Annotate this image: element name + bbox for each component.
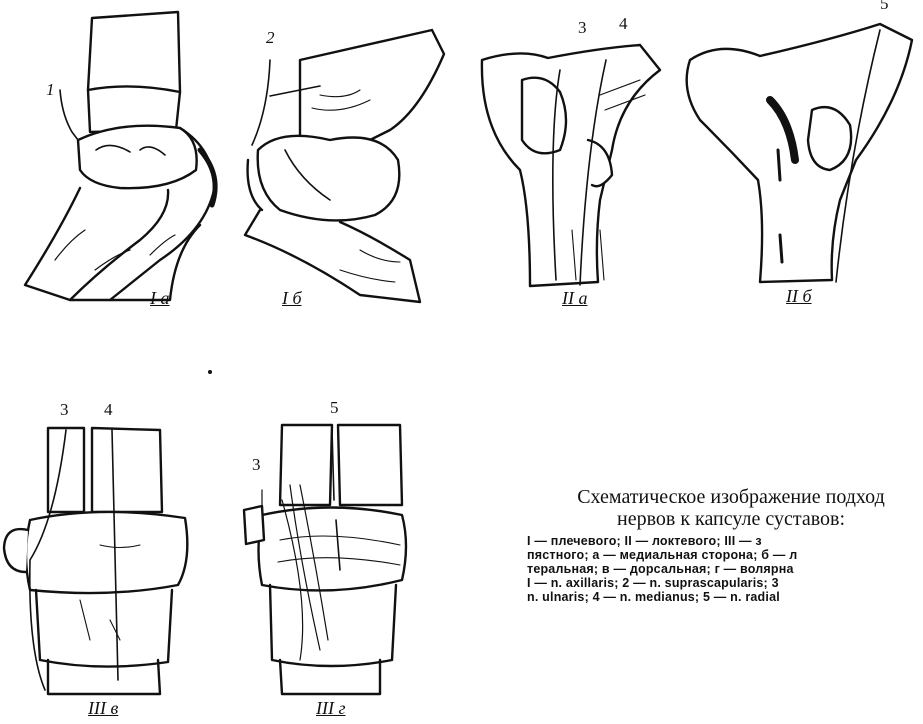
stray-dot xyxy=(208,370,212,374)
elbow-joint-medial-drawing xyxy=(482,45,660,286)
figure-label-IIa: II а xyxy=(562,288,588,309)
caption-title-line-1: Схематическое изображение подход xyxy=(527,486,923,508)
caption-line: I — плечевого; II — локтевого; III — з xyxy=(527,534,923,548)
caption-line: I — n. axillaris; 2 — n. suprascapularis… xyxy=(527,576,923,590)
caption-line: теральная; в — дорсальная; г — волярна xyxy=(527,562,923,576)
nerve-number-5-upper: 5 xyxy=(880,0,889,14)
figure-label-Ib: I б xyxy=(282,288,302,309)
carpal-joint-volar-drawing xyxy=(244,425,406,694)
shoulder-joint-lateral-drawing xyxy=(245,30,444,302)
nerve-number-2: 2 xyxy=(266,28,275,48)
caption-title-line-2: нервов к капсуле суставов: xyxy=(527,508,923,530)
nerve-number-3-dorsal: 3 xyxy=(60,400,69,420)
nerve-number-5-volar: 5 xyxy=(330,398,339,418)
nerve-number-4-dorsal: 4 xyxy=(104,400,113,420)
nerve-number-4-upper: 4 xyxy=(619,14,628,34)
caption-line: n. ulnaris; 4 — n. medianus; 5 — n. radi… xyxy=(527,590,923,604)
figure-caption: Схематическое изображение подход нервов … xyxy=(527,486,923,604)
elbow-joint-lateral-drawing xyxy=(687,24,912,282)
nerve-number-3-volar: 3 xyxy=(252,455,261,475)
nerve-number-1: 1 xyxy=(46,80,55,100)
carpal-joint-dorsal-drawing xyxy=(4,428,187,694)
caption-line: пястного; а — медиальная сторона; б — л xyxy=(527,548,923,562)
figure-label-IIb: II б xyxy=(786,286,812,307)
figure-label-Ia: I а xyxy=(150,288,170,309)
nerve-number-3-upper: 3 xyxy=(578,18,587,38)
figure-label-IIIv: III в xyxy=(88,698,118,719)
shoulder-joint-medial-drawing xyxy=(25,12,215,300)
figure-label-IIIg: III г xyxy=(316,698,346,719)
